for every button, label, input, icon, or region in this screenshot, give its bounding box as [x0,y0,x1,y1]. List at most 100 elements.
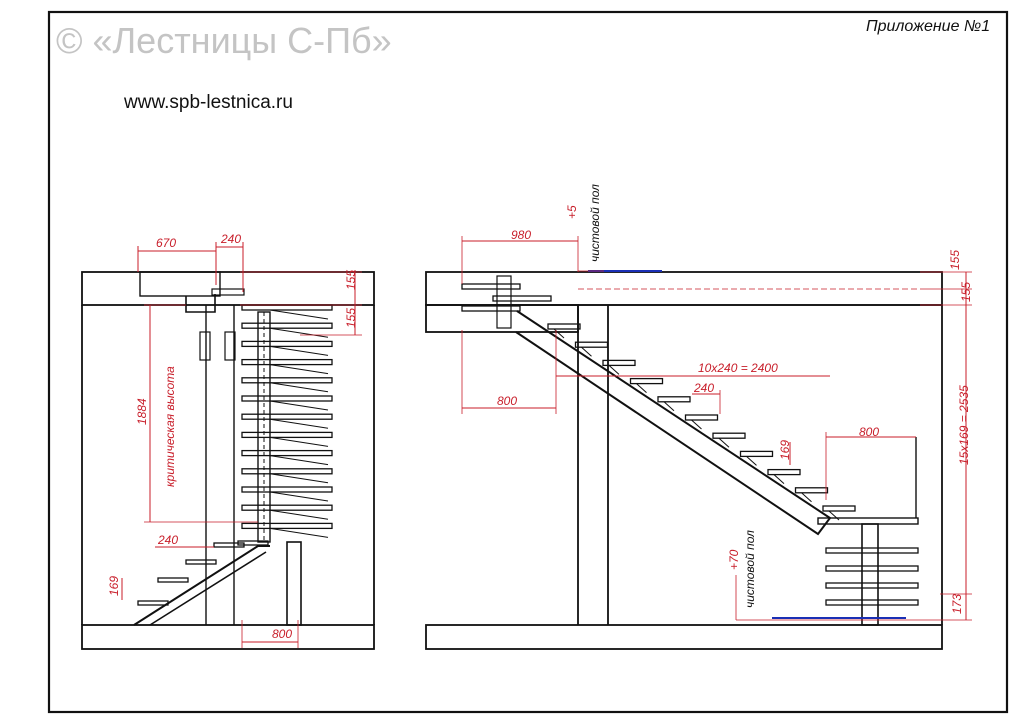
right-dim-155-a: 155 [948,249,962,270]
right-floor-slab [425,624,943,650]
right-bottom-landing [817,517,919,525]
left-tread [241,395,333,402]
left-tread-edge [269,382,329,393]
right-bottom-floor-label: чистовой пол [743,530,757,608]
left-dim-critical-label: критическая высота [163,366,177,487]
left-dim-lower-riser: 169 [107,575,121,596]
left-upper-beam [139,271,221,297]
left-tread [241,377,333,384]
left-hanger-b [224,331,236,361]
right-bottom-tread [825,547,919,554]
left-dim-top-small: 240 [221,232,242,246]
right-tread-bracket [746,456,757,466]
right-top-floor-label: чистовой пол [588,184,602,262]
right-tread [574,341,609,348]
left-top-tread [211,288,245,296]
right-tread-bracket [691,419,702,430]
left-tread-edge [269,327,329,338]
right-dim-top-level: +5 [565,205,579,219]
right-dim-top-width: 980 [511,228,532,242]
right-bottom-tread [825,582,919,589]
right-tread-bracket [773,474,785,484]
left-tread [241,522,333,530]
left-tread-edge [269,364,329,375]
left-tread-edge [269,491,329,502]
right-landing-tread [461,305,521,312]
left-lower-tread [157,577,189,583]
left-dim-155-b: 155 [344,307,358,328]
left-stair-view [81,271,375,650]
left-dim-critical-value: 1884 [135,398,149,425]
left-support-post [286,541,302,626]
right-dim-bottom-level: +70 [727,549,741,570]
left-tread [241,486,333,493]
sheet-frame [47,10,1009,714]
right-main-stringer [515,310,832,536]
right-dim-landing-right: 800 [859,425,880,439]
dimension-lines [121,236,972,648]
right-tread [629,377,664,385]
right-tread-bracket [636,383,647,393]
right-dim-treads-total: 10x240 = 2400 [698,361,778,375]
left-dim-155-a: 155 [344,269,358,290]
right-dim-landing-left: 800 [497,394,518,408]
right-tread-bracket [608,365,620,375]
website-url: www.spb-lestnica.ru [124,92,293,113]
left-tread [241,413,333,420]
right-landing-tread [492,295,552,302]
right-tread [602,359,636,367]
right-tread [657,396,691,403]
left-top-bracket [185,294,216,313]
left-tread-edge [269,509,329,520]
left-lower-tread [237,540,269,546]
sheet-border [47,10,1009,714]
left-lower-tread [185,559,217,565]
right-dim-bottom-riser: 173 [950,593,964,614]
left-tread-edge [269,473,329,484]
left-tread [241,431,333,439]
left-upper-slab [81,271,375,306]
left-tread-edge [269,455,329,466]
left-tread-edge [269,527,329,538]
left-tread [241,504,333,511]
left-lower-tread [137,600,169,606]
left-tread [241,449,333,457]
right-bottom-post [861,523,879,626]
right-tread [547,323,581,330]
left-hanger-a [199,331,211,361]
appendix-label: Приложение №1 [866,18,991,35]
right-tread [794,487,829,494]
right-landing-tread [461,283,521,290]
right-bottom-tread [825,599,919,606]
left-lower-stringer [133,545,270,626]
right-tread [767,468,801,476]
right-tread [822,505,856,512]
left-tread-edge [269,400,329,411]
left-tread-edge [269,309,329,320]
left-lower-stringer-inner [149,551,267,626]
right-bottom-tread [825,565,919,572]
right-tread-bracket [801,492,812,503]
left-tread [241,468,333,475]
left-dim-bottom-width: 800 [272,627,293,641]
left-tread-edge [269,345,329,356]
left-tread [241,340,333,348]
left-floor-slab [81,624,375,650]
left-dim-top-width: 670 [156,236,177,250]
left-tread-edge [269,418,329,429]
left-tread [241,358,333,366]
right-tread [684,414,719,421]
right-dim-155-b: 155 [959,281,973,302]
left-tread [241,322,333,329]
right-tread-bracket [663,401,675,412]
right-tread-bracket [718,437,730,448]
left-tread-edge [269,436,329,447]
right-tread [712,432,746,439]
right-landing-post [496,275,512,329]
right-tread [739,450,774,458]
right-tread-bracket [581,346,592,357]
watermark: © «Лестницы С-Пб» [56,20,392,61]
right-dim-riser: 169 [778,439,792,460]
left-dim-lower-tread: 240 [158,533,179,547]
